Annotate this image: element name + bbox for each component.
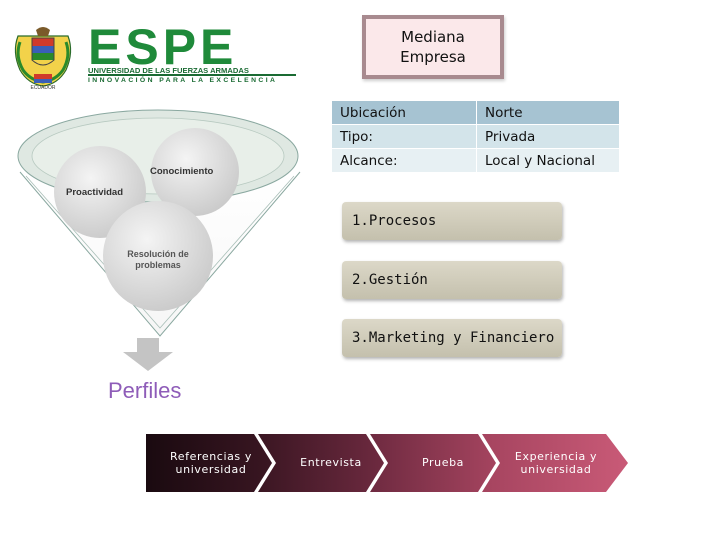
stage-chevron-4 [482,434,628,492]
stage-chevron-1 [146,434,272,492]
logo-tagline: INNOVACIÓN PARA LA EXCELENCIA [88,77,278,84]
resolucion-label-line1: Resolución de [127,249,189,259]
table-row: Alcance: Local y Nacional [331,148,620,173]
stage-label-experiencia: Experiencia y universidad [508,450,604,476]
hiring-process-bar: Referencias y universidad Entrevista Pru… [146,432,630,494]
row-value: Local y Nacional [476,148,620,173]
step-procesos: 1.Procesos [342,202,562,240]
process-chevrons [146,434,628,492]
stage-label-entrevista-line1: Entrevista [300,456,362,469]
stage-label-referencias-line1: Referencias y [170,450,252,463]
row-label: Ubicación [331,100,477,125]
step-marketing-financiero: 3.Marketing y Financiero [342,319,562,357]
company-size-line2: Empresa [400,48,466,66]
resolucion-label-line2: problemas [135,260,181,270]
resolucion-circle [103,201,213,311]
espe-wordmark: ESPE [88,19,238,75]
coat-of-arms-icon: ECUADOR [14,27,72,90]
stage-chevron-3 [370,434,496,492]
stage-label-prueba: Prueba [398,456,488,469]
company-size-box: Mediana Empresa [362,15,504,79]
stage-chevron-2 [258,434,384,492]
logo-subtitle: UNIVERSIDAD DE LAS FUERZAS ARMADAS [88,66,249,75]
company-info-table: Ubicación Norte Tipo: Privada Alcance: L… [331,100,620,173]
stage-label-referencias: Referencias y universidad [166,450,256,476]
funnel-graphic [17,109,301,337]
perfiles-title: Perfiles [108,378,182,403]
step-gestion: 2.Gestión [342,261,562,299]
espe-logo: ECUADOR ESPE UNIVERSIDAD DE LAS FUERZAS … [8,19,298,90]
company-size-line1: Mediana [401,28,465,46]
stage-label-entrevista: Entrevista [286,456,376,469]
conocimiento-label: Conocimiento [150,166,214,177]
row-value: Privada [476,124,620,149]
svg-text:ECUADOR: ECUADOR [30,85,55,90]
logo-divider [88,74,296,76]
table-row: Tipo: Privada [331,124,620,149]
table-row: Ubicación Norte [331,100,620,125]
stage-label-prueba-line1: Prueba [421,456,465,469]
down-arrow-icon [123,338,173,371]
row-label: Alcance: [331,148,477,173]
row-value: Norte [476,100,620,125]
conocimiento-circle [151,128,239,216]
skills-funnel: Conocimiento Proactividad Resolución de … [0,100,360,390]
stage-label-referencias-line2: universidad [175,463,247,476]
row-label: Tipo: [331,124,477,149]
stage-label-experiencia-line1: Experiencia y [514,450,598,463]
proactividad-label: Proactividad [66,187,124,198]
resolucion-label: Resolución de problemas [118,249,198,271]
stage-label-experiencia-line2: universidad [520,463,592,476]
